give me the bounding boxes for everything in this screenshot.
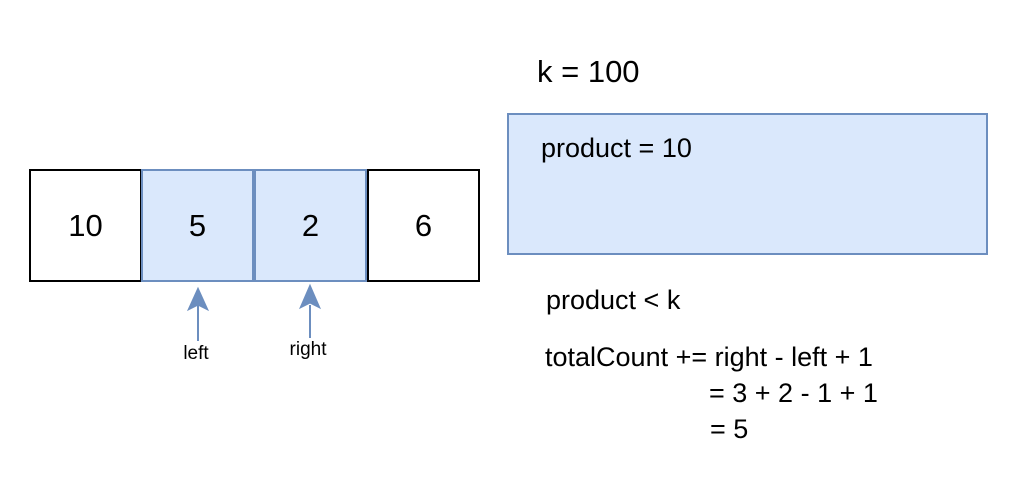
array-cell-value: 5 [188,207,207,243]
array-cell-value: 10 [68,207,103,243]
array-cell-3: 6 [367,169,480,282]
k-value-label: k = 100 [537,54,640,89]
formula-line-3: = 5 [710,414,749,444]
left-pointer-arrow [186,286,210,341]
right-pointer-arrow [298,283,322,338]
array-cell-2: 2 [254,169,367,282]
condition-text: product < k [546,285,681,315]
right-pointer-label: right [289,339,327,360]
array-cell-value: 2 [301,207,320,243]
formula-line-1: totalCount += right - left + 1 [545,342,873,372]
formula-line-2: = 3 + 2 - 1 + 1 [709,378,878,408]
product-value-text: product = 10 [541,133,692,163]
array-cell-value: 6 [414,207,433,243]
array-cell-0: 10 [29,169,142,282]
array-cell-1: 5 [141,169,254,282]
product-box: product = 10 [507,113,988,255]
left-pointer-label: left [183,343,209,364]
